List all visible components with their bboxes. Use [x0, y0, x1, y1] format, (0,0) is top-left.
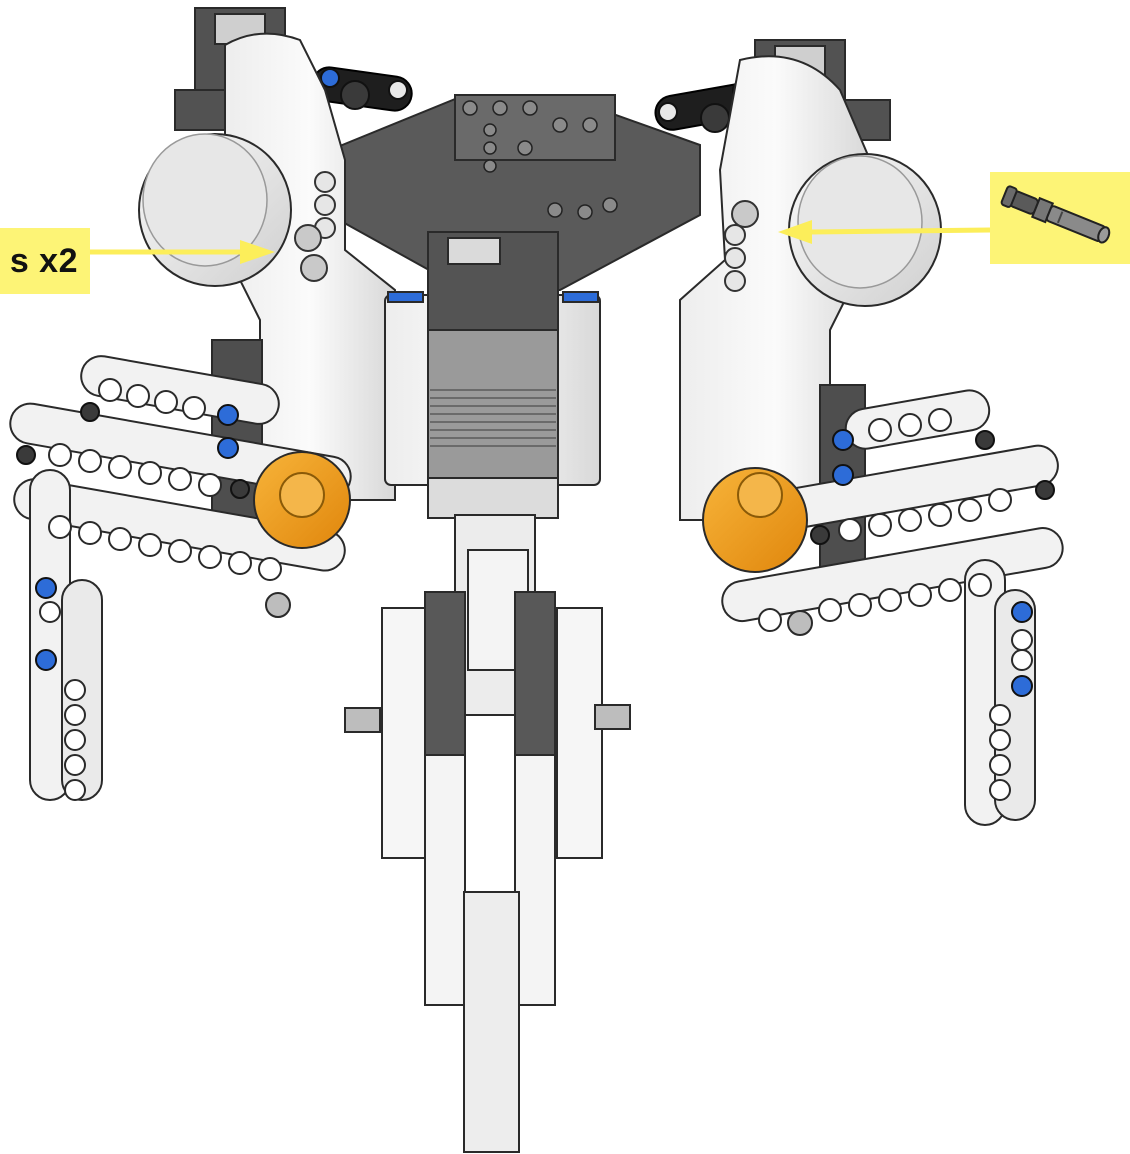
long-pin-with-bush-icon — [1000, 185, 1111, 244]
top-left-black-beam — [311, 66, 413, 112]
left-arrow — [90, 240, 275, 264]
left-callout-label: s x2 — [9, 241, 78, 280]
top-center-frame — [329, 94, 701, 291]
left-gripper — [9, 339, 352, 801]
left-motor — [138, 7, 396, 501]
left-callout: s x2 — [0, 228, 90, 294]
right-callout — [990, 172, 1130, 264]
center-lower-assembly — [344, 514, 631, 1153]
right-gripper — [702, 384, 1064, 826]
right-arrow — [778, 220, 991, 244]
center-motor — [384, 231, 601, 519]
